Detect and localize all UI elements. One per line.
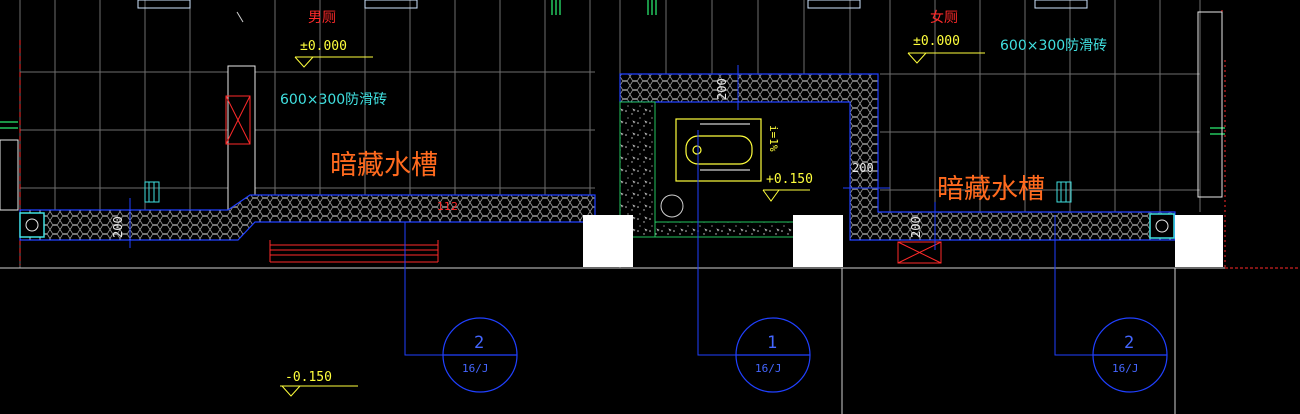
- callout-1-sheet: 16/J: [462, 362, 489, 375]
- callout-leaders: [404, 130, 1093, 356]
- room-label-female: 女厕: [930, 9, 958, 26]
- callout-bubbles: [442, 317, 1168, 393]
- elevation-male: ±0.000: [300, 39, 347, 54]
- step-left: [269, 240, 439, 263]
- dim-left-gutter: 200: [111, 216, 125, 238]
- callout-2-number: 1: [767, 333, 777, 353]
- callout-2-sheet: 16/J: [755, 362, 782, 375]
- column-blocks: [583, 215, 1223, 267]
- tile-note-left: 600×300防滑砖: [280, 91, 387, 108]
- gutter-middle: [619, 73, 1176, 241]
- slope-note: i=1%: [767, 125, 780, 152]
- squat-platform: [619, 101, 796, 238]
- shaft-right: [897, 241, 942, 264]
- dim-mid-top: 200: [715, 78, 729, 100]
- elevation-outside: -0.150: [285, 370, 332, 385]
- dim-small-red: 112: [437, 200, 458, 213]
- elevation-symbols: [280, 52, 985, 397]
- gutter-label-right: 暗藏水槽: [937, 174, 1045, 205]
- shaft-tick: [236, 11, 244, 23]
- drain-left: [19, 212, 45, 238]
- dim-right-gutter: 200: [909, 216, 923, 238]
- dim-lines: [124, 65, 941, 250]
- callout-3-number: 2: [1124, 333, 1134, 353]
- room-label-male: 男厕: [308, 10, 336, 26]
- side-doors: [0, 11, 1223, 211]
- top-green-marks: [0, 0, 1225, 135]
- elevation-platform: +0.150: [766, 172, 813, 187]
- slope-arrow: [762, 189, 810, 202]
- shaft-left: [225, 65, 256, 211]
- dim-mid-right: 200: [852, 161, 874, 175]
- elevation-female: ±0.000: [913, 34, 960, 49]
- tile-note-right: 600×300防滑砖: [1000, 37, 1107, 54]
- squat-pan: [675, 118, 762, 182]
- callout-3-sheet: 16/J: [1112, 362, 1139, 375]
- callout-1-number: 2: [474, 333, 484, 353]
- drain-right: [1149, 213, 1175, 239]
- floor-grates: [144, 181, 1072, 203]
- gutter-left: [19, 194, 596, 241]
- top-windows: [137, 0, 1088, 9]
- gutter-label-left: 暗藏水槽: [330, 150, 438, 181]
